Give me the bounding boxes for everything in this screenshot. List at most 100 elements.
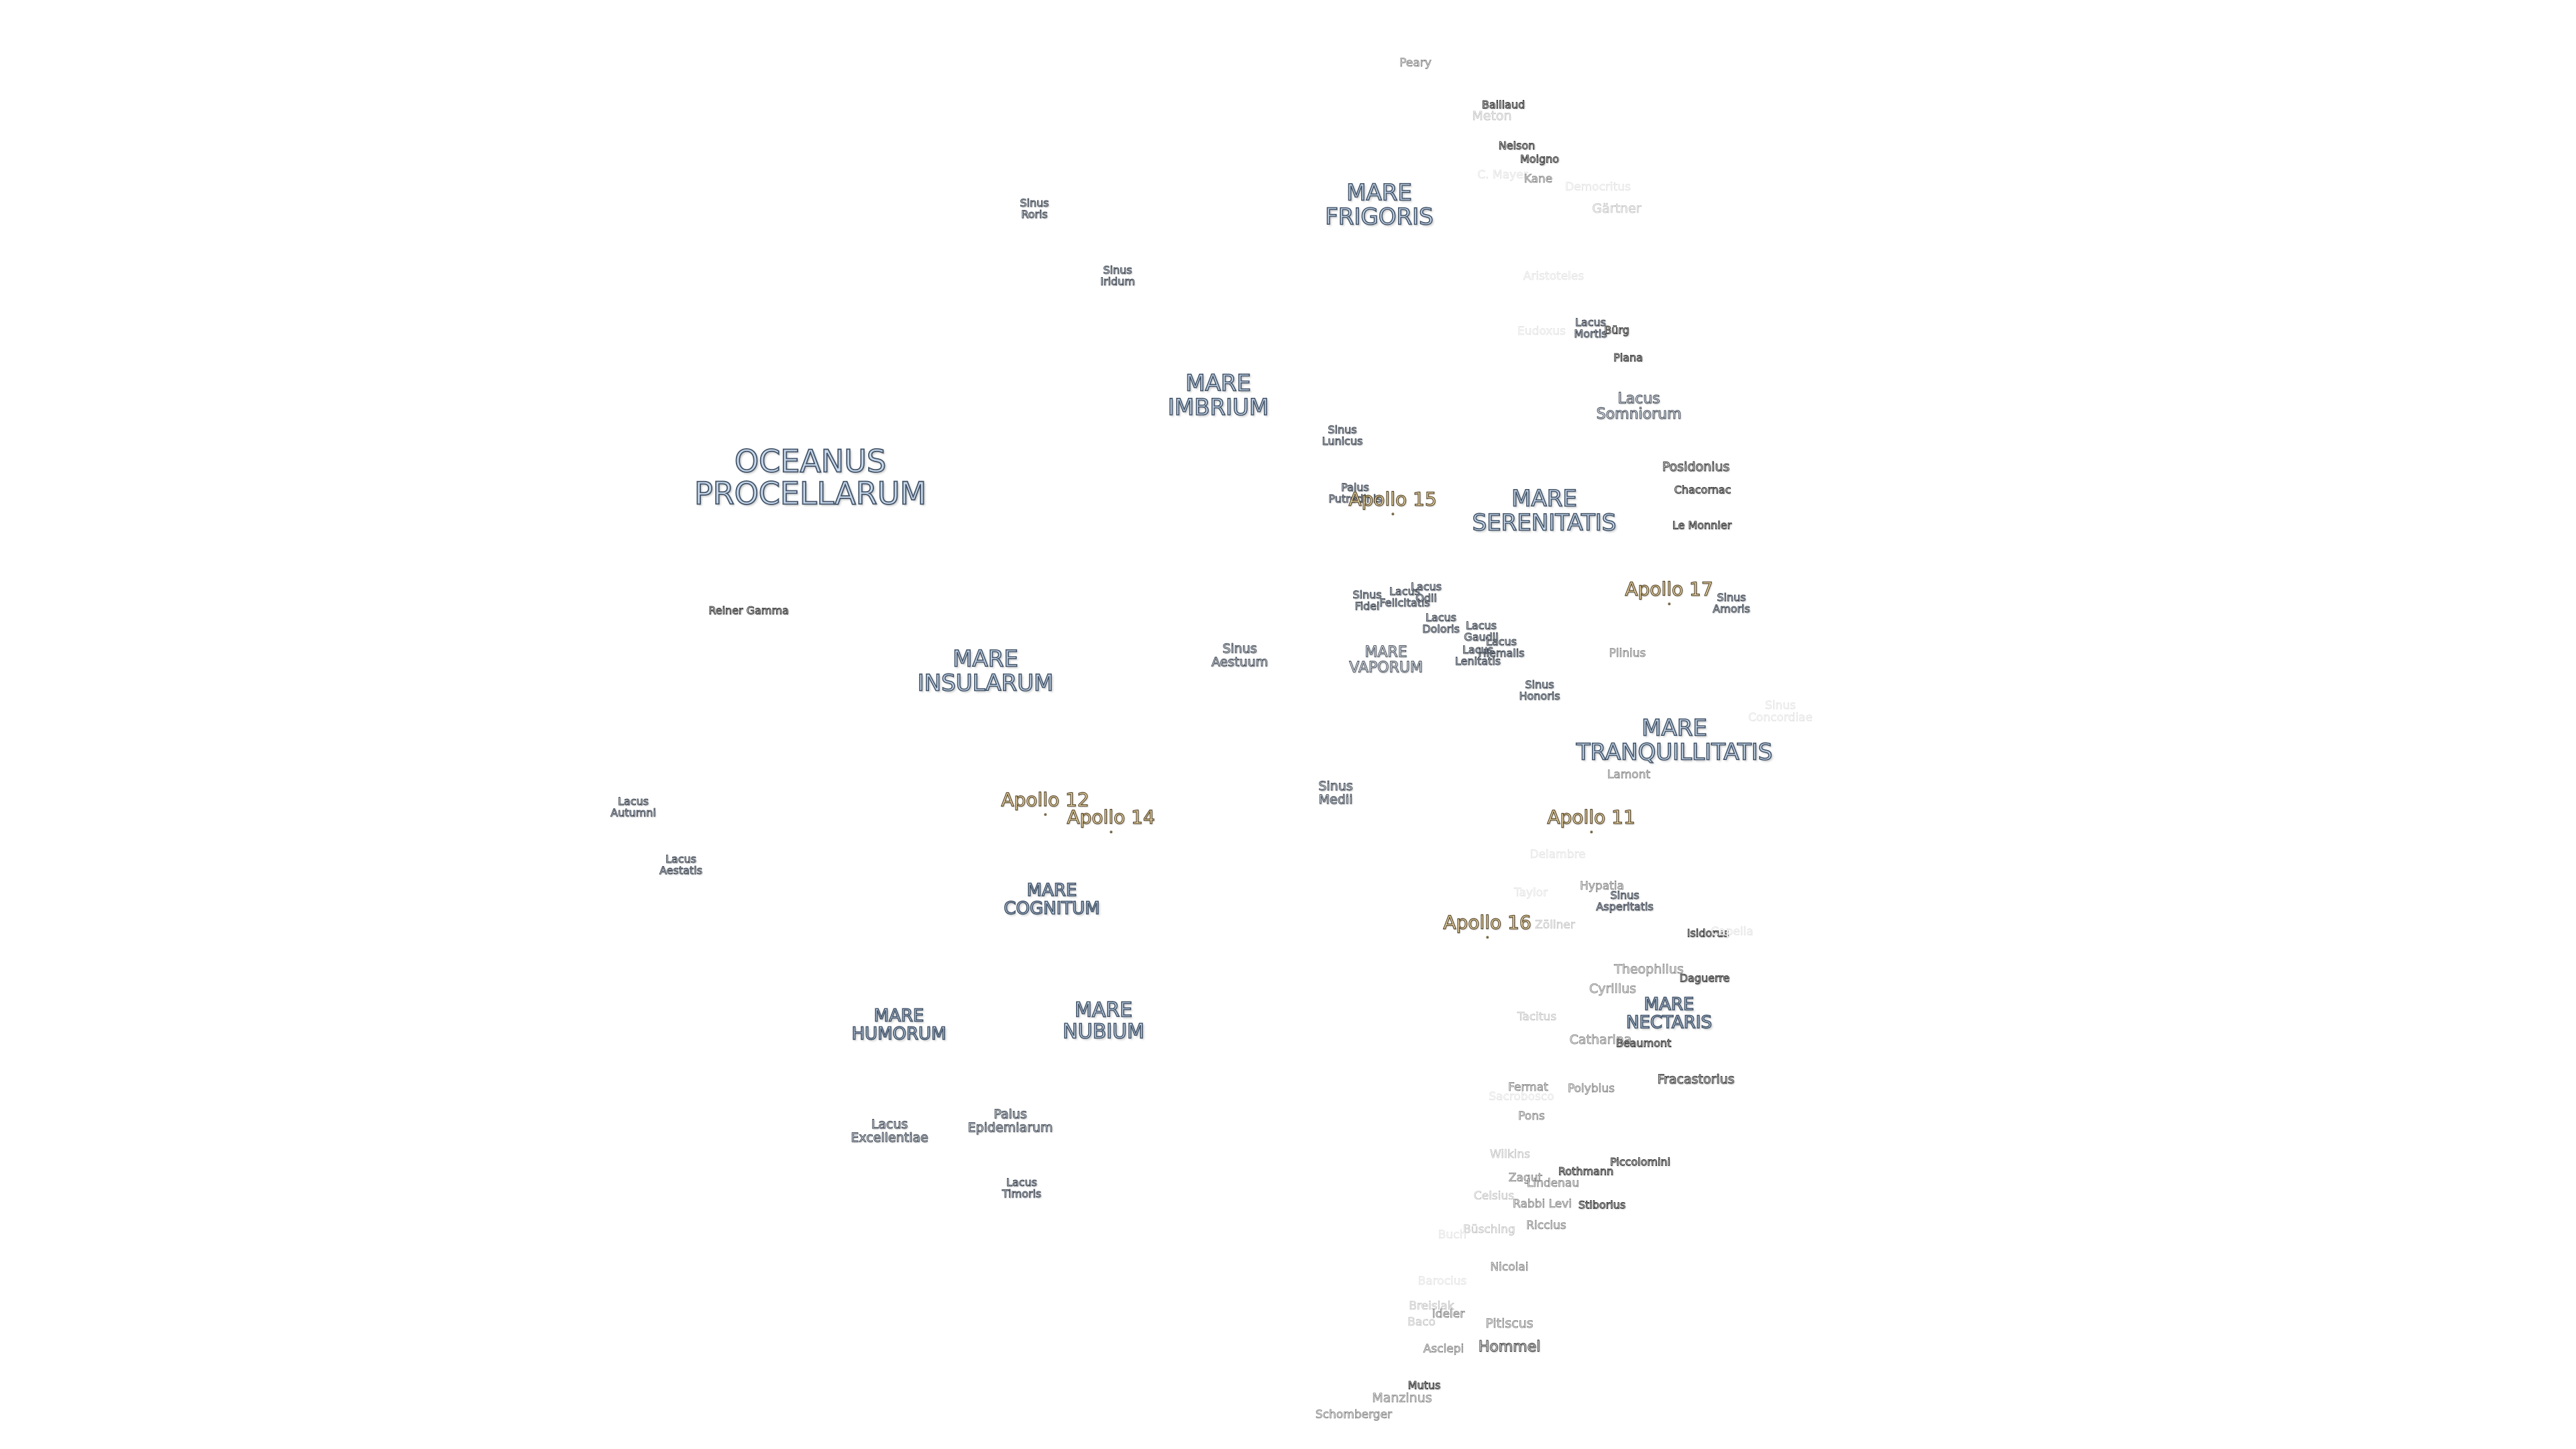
label-apollo-16: Apollo 16: [1443, 911, 1532, 940]
label-crater-taylor: Taylor: [1513, 886, 1548, 900]
label-crater-isidorus: Isidorus: [1686, 926, 1729, 940]
label-crater-daguerre: Daguerre: [1679, 971, 1730, 985]
label-crater-ideler: Ideler: [1432, 1307, 1465, 1322]
label-crater-theophilus: Theophilus: [1614, 962, 1684, 977]
label-crater-hommel: Hommel: [1478, 1338, 1541, 1356]
label-apollo-15: Apollo 15: [1348, 488, 1437, 517]
label-crater-manzinus: Manzinus: [1372, 1391, 1432, 1406]
label-crater-burg: Bürg: [1604, 323, 1629, 337]
label-crater-busching: Büsching: [1463, 1223, 1515, 1237]
label-apollo-17: Apollo 17: [1625, 578, 1713, 606]
label-crater-gartner: Gärtner: [1592, 201, 1642, 217]
label-crater-sacrobosco: Sacrobosco: [1489, 1090, 1554, 1104]
label-crater-nicolai: Nicolai: [1490, 1260, 1529, 1275]
label-apollo-12: Apollo 12: [1001, 788, 1089, 817]
label-crater-eudoxus: Eudoxus: [1517, 325, 1566, 339]
label-crater-schomberger: Schomberger: [1315, 1408, 1393, 1422]
label-crater-fracastorius: Fracastorius: [1657, 1072, 1735, 1087]
label-crater-rabbi-levi: Rabbi Levi: [1513, 1197, 1572, 1212]
label-crater-cyrillus: Cyrillus: [1589, 981, 1637, 997]
label-apollo-11: Apollo 11: [1547, 806, 1635, 835]
label-crater-piccolomini: Piccolomini: [1610, 1155, 1671, 1169]
label-crater-hypatia: Hypatia: [1580, 879, 1625, 894]
label-crater-plinius: Plinius: [1609, 647, 1646, 661]
label-crater-posidonius: Posidonius: [1662, 460, 1730, 475]
label-crater-baco: Baco: [1407, 1316, 1436, 1330]
label-crater-barocius: Barocius: [1417, 1275, 1467, 1289]
label-crater-celsius: Celsius: [1473, 1189, 1515, 1203]
label-crater-pitiscus: Pitiscus: [1485, 1316, 1534, 1332]
label-crater-mutus: Mutus: [1407, 1379, 1441, 1392]
label-apollo-14: Apollo 14: [1067, 806, 1155, 835]
label-crater-wilkins: Wilkins: [1489, 1148, 1531, 1162]
label-crater-kane: Kane: [1523, 172, 1553, 186]
label-crater-democritus: Democritus: [1565, 180, 1631, 195]
label-crater-zollner: Zöllner: [1535, 918, 1575, 932]
label-crater-nelson: Nelson: [1498, 139, 1536, 152]
label-crater-plana: Plana: [1613, 351, 1644, 364]
label-crater-polybius: Polybius: [1568, 1082, 1615, 1096]
label-crater-meton: Meton: [1472, 109, 1512, 124]
label-crater-catharina: Catharina: [1569, 1032, 1632, 1048]
label-crater-buch: Buch: [1438, 1228, 1467, 1242]
label-crater-beaumont: Beaumont: [1615, 1036, 1672, 1050]
label-crater-c-mayer: C. Mayer: [1477, 168, 1528, 182]
label-crater-rothmann: Rothmann: [1558, 1165, 1614, 1178]
label-crater-breislak: Breislak: [1409, 1299, 1454, 1313]
label-crater-fermat: Fermat: [1508, 1081, 1548, 1095]
label-crater-delambre: Delambre: [1529, 848, 1586, 862]
label-crater-tacitus: Tacitus: [1517, 1010, 1557, 1024]
label-crater-reiner-gamma: Reiner Gamma: [708, 604, 789, 617]
label-crater-zagut: Zagut: [1508, 1171, 1543, 1185]
label-crater-lindenau: Lindenau: [1526, 1177, 1580, 1191]
label-crater-peary: Peary: [1399, 56, 1432, 70]
label-crater-riccius: Riccius: [1526, 1219, 1566, 1233]
label-crater-pons: Pons: [1518, 1110, 1545, 1124]
label-crater-lamont: Lamont: [1607, 768, 1651, 782]
label-crater-moigno: Moigno: [1519, 152, 1560, 166]
label-crater-asclepi: Asclepi: [1423, 1342, 1464, 1356]
label-crater-baillaud: Baillaud: [1481, 98, 1525, 111]
label-crater-le-monnier: Le Monnier: [1672, 519, 1732, 532]
label-crater-aristoteles: Aristoteles: [1523, 270, 1585, 284]
label-crater-chacornac: Chacornac: [1674, 483, 1731, 496]
label-crater-stiborius: Stiborius: [1578, 1198, 1626, 1212]
label-crater-capella: Capella: [1711, 925, 1754, 939]
